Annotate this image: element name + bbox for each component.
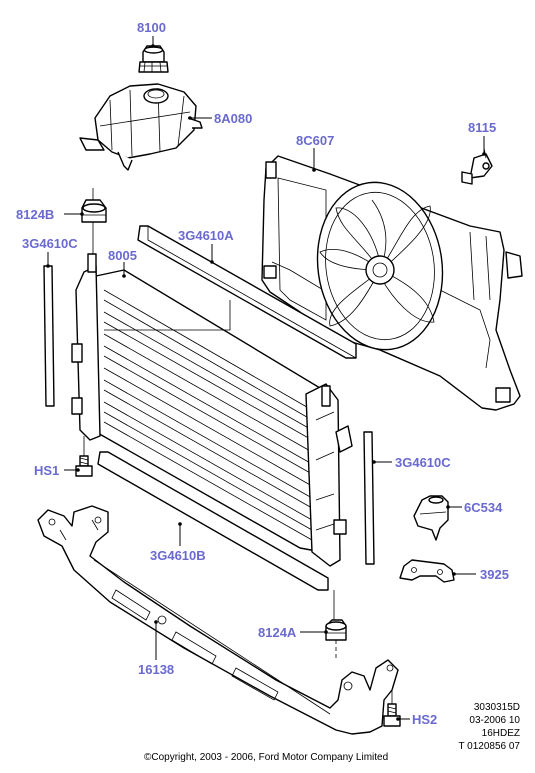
part-3G4610A-upper-seal [137, 225, 357, 359]
part-8124B-upper-mount [81, 188, 107, 256]
callout-dots [46, 44, 486, 721]
label-3G4610C-left[interactable]: 3G4610C [22, 236, 78, 251]
label-3925[interactable]: 3925 [480, 567, 509, 582]
meta-reference: T 0120856 07 [458, 741, 520, 752]
label-HS2[interactable]: HS2 [412, 712, 437, 727]
meta-date: 03-2006 10 [469, 715, 520, 726]
part-3G4610C-left-seal [43, 265, 55, 407]
part-8100-cap [138, 45, 169, 73]
label-8005[interactable]: 8005 [108, 248, 137, 263]
part-16138-lower-support [37, 505, 399, 735]
meta-code: 16HDEZ [482, 728, 520, 739]
label-8C607[interactable]: 8C607 [296, 133, 334, 148]
label-3G4610C-right[interactable]: 3G4610C [395, 455, 451, 470]
part-6C534-clip [413, 495, 449, 541]
label-8124A[interactable]: 8124A [258, 625, 297, 640]
label-3G4610A[interactable]: 3G4610A [178, 228, 234, 243]
label-8100[interactable]: 8100 [137, 20, 166, 35]
meta-drawing-number: 3030315D [474, 702, 520, 713]
label-8A080[interactable]: 8A080 [214, 111, 252, 126]
part-HS2-bolt [383, 690, 401, 727]
part-8A080-expansion-tank [79, 83, 203, 171]
label-3G4610B[interactable]: 3G4610B [150, 548, 206, 563]
part-8124A-lower-mount [325, 590, 347, 660]
label-HS1[interactable]: HS1 [34, 463, 59, 478]
part-3G4610B-lower-seal [97, 451, 329, 591]
drawing-meta: 3030315D 03-2006 10 16HDEZ T 0120856 07 [458, 702, 520, 752]
label-6C534[interactable]: 6C534 [464, 500, 503, 515]
part-3925-bracket [399, 559, 455, 583]
label-8124B[interactable]: 8124B [16, 207, 54, 222]
leader-lines [47, 36, 485, 720]
part-HS1-bolt [75, 436, 93, 477]
label-16138[interactable]: 16138 [138, 662, 174, 677]
copyright-notice: ©Copyright, 2003 - 2006, Ford Motor Comp… [144, 752, 388, 763]
label-8115[interactable]: 8115 [468, 120, 496, 135]
part-3G4610C-right-seal [363, 431, 375, 565]
part-8C607-fan-shroud [261, 155, 523, 411]
part-labels: 8100 8A080 8C607 8115 8124B 3G4610C 3G46… [16, 20, 509, 727]
part-8115-sensor [461, 147, 493, 185]
